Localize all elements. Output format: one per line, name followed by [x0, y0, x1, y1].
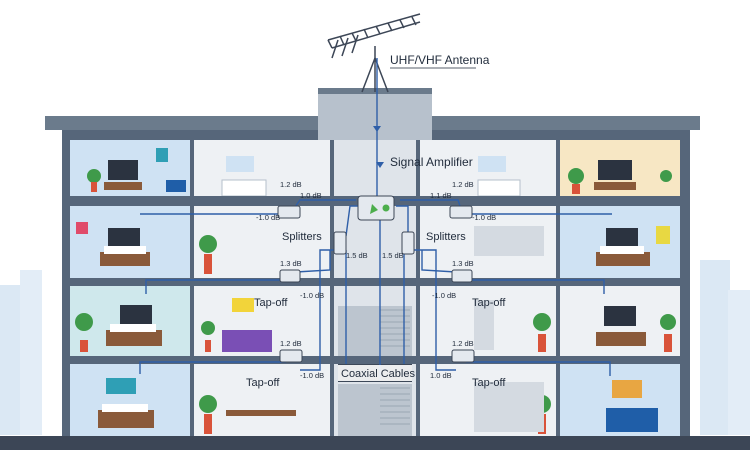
db-f2-left-out: -1.0 dB [300, 291, 324, 300]
db-f3-right-top: 1.2 dB [452, 339, 474, 348]
coax-label: Coaxial Cables [341, 368, 415, 380]
db-split-left: 1.5 dB [346, 251, 368, 260]
db-f2-right-out: -1.0 dB [432, 291, 456, 300]
tapoff-right-mid-label: Tap-off [472, 297, 506, 309]
db-f3-left-out: -1.0 dB [300, 371, 324, 380]
amplifier-label: Signal Amplifier [390, 155, 473, 169]
db-f2-right-top: 1.3 dB [452, 259, 474, 268]
db-f1-left-top: 1.2 dB [280, 180, 302, 189]
db-f2-left-top: 1.3 dB [280, 259, 302, 268]
db-f1-right-top: 1.2 dB [452, 180, 474, 189]
splitters-left-label: Splitters [282, 231, 322, 243]
tapoff-left-mid-label: Tap-off [254, 297, 288, 309]
tapoff-left-low-label: Tap-off [246, 377, 280, 389]
db-f1-left-out: -1.0 dB [256, 213, 280, 222]
db-f3-left-top: 1.2 dB [280, 339, 302, 348]
db-f3-right-out: 1.0 dB [430, 371, 452, 380]
splitters-right-label: Splitters [426, 231, 466, 243]
tapoff-right-low-label: Tap-off [472, 377, 506, 389]
db-f1-left-mid: 1.0 dB [300, 191, 322, 200]
db-f1-right-mid: 1.1 dB [430, 191, 452, 200]
db-f1-right-out: -1.0 dB [472, 213, 496, 222]
signal-amplifier-device [358, 196, 394, 220]
antenna-label: UHF/VHF Antenna [390, 53, 490, 67]
db-split-right: 1.5 dB [382, 251, 404, 260]
